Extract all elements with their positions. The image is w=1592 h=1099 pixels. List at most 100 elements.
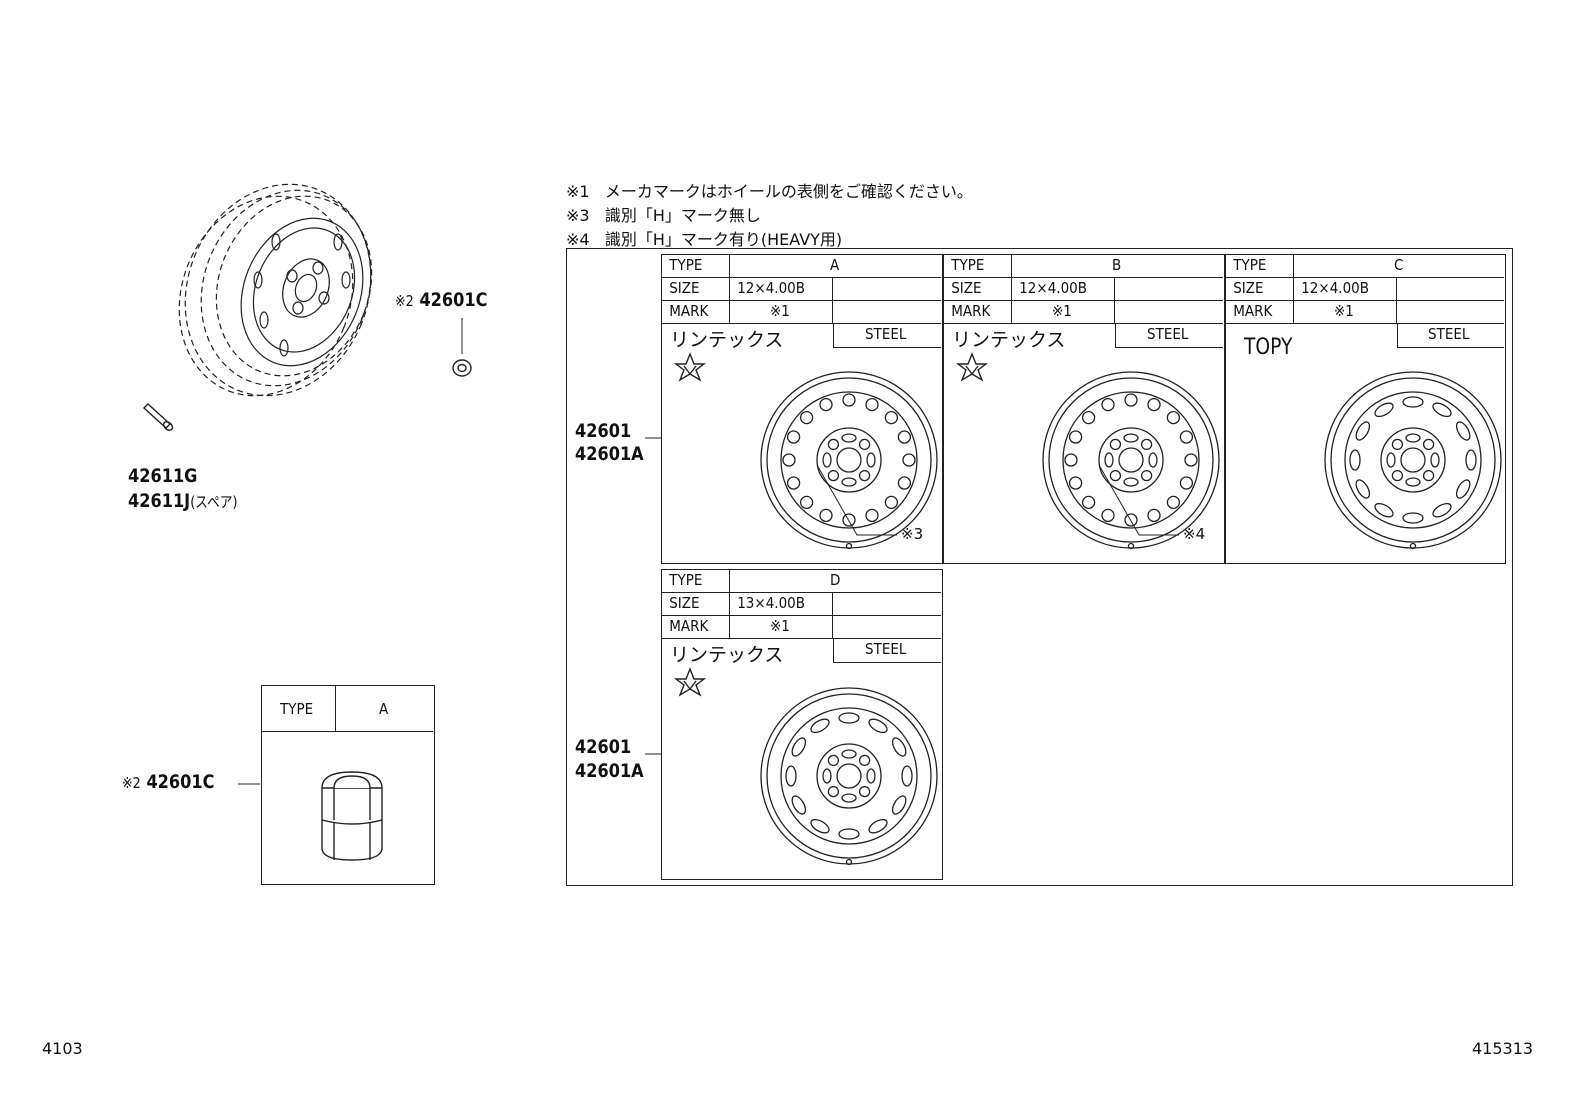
note-4: ※4 識別「H」マーク有り(HEAVY用): [566, 226, 842, 250]
nut-type-table: TYPE A: [261, 685, 435, 885]
callout-leader: [1098, 464, 1179, 536]
size-label: SIZE: [944, 278, 1012, 301]
size-label: SIZE: [662, 593, 730, 616]
type-label: TYPE: [944, 255, 1012, 278]
valve-part-2-row: 42611J(スペア): [128, 490, 238, 512]
note-3-mark: ※3: [566, 206, 590, 225]
size-label-text: SIZE: [669, 279, 700, 297]
wheel-variants-frame: [566, 248, 1513, 886]
nut-label-part: 42601C: [419, 289, 488, 311]
material-text: STEEL: [1428, 325, 1470, 343]
nut-type-label: TYPE: [280, 700, 314, 718]
nut-label: ※2 42601C: [395, 289, 487, 311]
mark-value: ※1: [1294, 301, 1397, 324]
mark-label-text: MARK: [669, 617, 709, 635]
size-label: SIZE: [1226, 278, 1294, 301]
wheel-face-drawing: [1324, 371, 1502, 550]
footer-right-code: 415313: [1472, 1039, 1534, 1058]
type-label: TYPE: [662, 255, 730, 278]
nut-type-value-cell: A: [336, 686, 433, 732]
hub-nut-icon: [452, 359, 472, 377]
maker-label: TOPY: [1244, 335, 1293, 360]
rintex-logo-icon: [673, 667, 707, 697]
size-label: SIZE: [662, 278, 730, 301]
type-label: TYPE: [1226, 255, 1294, 278]
type-value-text: A: [830, 256, 840, 274]
valve-part-2: 42611J: [128, 490, 191, 512]
wheel-callout-bottom-1: 42601: [575, 736, 632, 758]
mark-spare: [1397, 301, 1504, 324]
size-spare: [1397, 278, 1504, 301]
valve-stem-icon: [142, 403, 174, 431]
type-label: TYPE: [662, 570, 730, 593]
callout-leader: [816, 464, 897, 536]
size-value-text: 13×4.00B: [737, 594, 806, 612]
type-value: B: [1012, 255, 1223, 278]
callout-mark: ※4: [1183, 525, 1206, 543]
maker-label: リンテックス: [670, 329, 784, 351]
material-text: STEEL: [1146, 325, 1188, 343]
mark-value-text: ※1: [769, 302, 790, 320]
rintex-logo-icon: [673, 352, 707, 382]
type-value: C: [1294, 255, 1504, 278]
size-spare: [833, 593, 941, 616]
wheel-callout-top-leader: [645, 437, 661, 439]
nut-type-value: A: [379, 700, 389, 718]
size-spare: [833, 278, 941, 301]
type-label-text: TYPE: [1233, 256, 1267, 274]
mark-label: MARK: [1226, 301, 1294, 324]
type-value-text: C: [1393, 256, 1404, 274]
material: STEEL: [1397, 324, 1504, 348]
type-value: D: [730, 570, 941, 593]
material: STEEL: [1115, 324, 1223, 348]
mark-value-text: ※1: [1333, 302, 1354, 320]
mark-spare: [833, 616, 941, 639]
note-3: ※3 識別「H」マーク無し: [566, 202, 761, 226]
wheel-callout-bottom-leader: [645, 753, 661, 755]
maker-label: リンテックス: [670, 644, 784, 666]
maker-label: リンテックス: [952, 329, 1066, 351]
wheel-callout-top-2: 42601A: [575, 443, 644, 465]
rintex-logo-icon: [955, 352, 989, 382]
mark-value: ※1: [730, 616, 833, 639]
mark-label: MARK: [662, 301, 730, 324]
mark-label-text: MARK: [669, 302, 709, 320]
type-value: A: [730, 255, 941, 278]
nut-callout-mark: ※2: [122, 774, 141, 792]
mark-value: ※1: [1012, 301, 1115, 324]
callout-mark: ※3: [901, 525, 924, 543]
mark-label-text: MARK: [951, 302, 991, 320]
size-value: 12×4.00B: [1012, 278, 1115, 301]
mark-value: ※1: [730, 301, 833, 324]
note-4-text: 識別「H」マーク有り(HEAVY用): [604, 230, 843, 249]
size-label-text: SIZE: [1233, 279, 1264, 297]
type-value-text: D: [829, 571, 841, 589]
type-label-text: TYPE: [669, 256, 703, 274]
note-3-text: 識別「H」マーク無し: [604, 206, 761, 225]
mark-spare: [833, 301, 941, 324]
size-value: 12×4.00B: [730, 278, 833, 301]
wheel-face-drawing: [760, 371, 938, 550]
nut-label-mark: ※2: [395, 292, 414, 310]
material: STEEL: [833, 639, 941, 663]
nut-callout-part: 42601C: [146, 771, 215, 793]
mark-spare: [1115, 301, 1223, 324]
material-text: STEEL: [864, 640, 906, 658]
wheel-face-drawing: [1042, 371, 1220, 550]
material: STEEL: [833, 324, 941, 348]
nut-callout-leader: [238, 783, 260, 785]
wheel-face-drawing: [760, 687, 938, 866]
footer-left-code: 4103: [42, 1039, 83, 1058]
valve-part-2-suffix: (スペア): [190, 493, 238, 511]
mark-label: MARK: [944, 301, 1012, 324]
size-value-text: 12×4.00B: [1301, 279, 1370, 297]
valve-part-1: 42611G: [128, 465, 198, 487]
cap-nut-icon: [321, 771, 383, 861]
wheel-callout-bottom-2: 42601A: [575, 760, 644, 782]
mark-label: MARK: [662, 616, 730, 639]
size-value-text: 12×4.00B: [1019, 279, 1088, 297]
note-1-mark: ※1: [566, 182, 590, 201]
